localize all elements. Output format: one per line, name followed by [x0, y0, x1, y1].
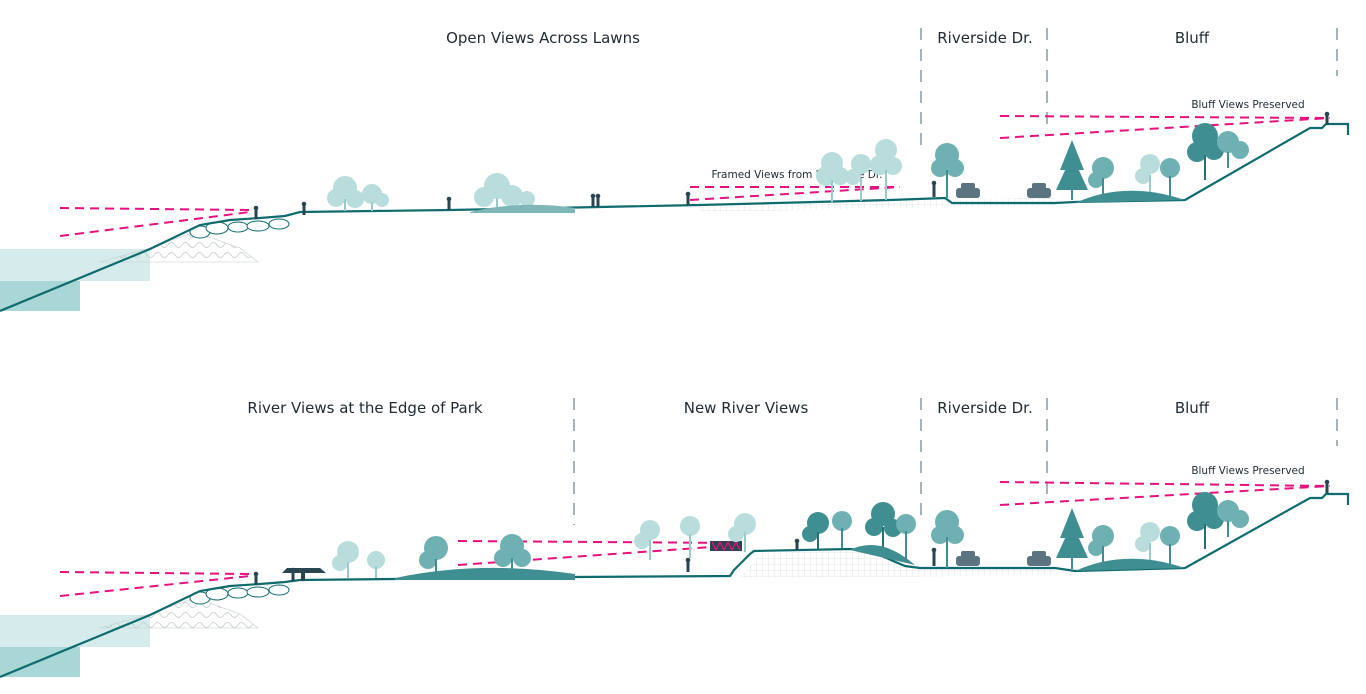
deciduous-tree-icon: [1217, 131, 1249, 168]
ground-line: [0, 122, 1350, 313]
person-silhouette-icon: [253, 571, 259, 585]
deciduous-tree-icon: [1135, 154, 1160, 197]
river-water: [0, 249, 150, 311]
deciduous-tree-icon: [367, 551, 385, 578]
shrub-bed: [470, 204, 575, 213]
conifer-tree-icon: [1056, 140, 1088, 200]
car-icon: [1027, 551, 1051, 566]
section-proposed: River Views at the Edge of Park New Rive…: [0, 398, 1350, 679]
zone-label-new-river-views: New River Views: [684, 399, 809, 417]
deciduous-tree-icon: [494, 534, 531, 577]
person-silhouette-icon: [685, 557, 691, 572]
deciduous-tree-icon: [1160, 526, 1180, 567]
deciduous-tree-icon: [896, 514, 916, 561]
deciduous-tree-icon: [1088, 525, 1114, 567]
shrub-bed: [850, 545, 915, 565]
edge-boulders: [189, 218, 290, 239]
riprap-revetment: [99, 231, 259, 263]
deciduous-tree-icon: [680, 516, 700, 558]
car-icon: [956, 183, 980, 198]
fill-hatch: [700, 197, 1055, 212]
deciduous-tree-icon: [931, 143, 964, 198]
deciduous-tree-icon: [832, 511, 852, 548]
deciduous-tree-icon: [1217, 500, 1249, 537]
deciduous-tree-icon: [1135, 522, 1160, 566]
park-vegetation: [332, 502, 916, 580]
deciduous-tree-icon: [931, 510, 964, 568]
zone-label-bluff: Bluff: [1175, 399, 1210, 417]
deciduous-tree-icon: [1187, 123, 1224, 180]
person-silhouette-icon: [446, 196, 452, 210]
sightlines: [59, 115, 1331, 237]
annotation-bluff-views: Bluff Views Preserved: [1191, 465, 1304, 477]
deciduous-tree-icon: [419, 536, 448, 578]
zone-label-riverside-dr: Riverside Dr.: [937, 399, 1032, 417]
annotation-bluff-views: Bluff Views Preserved: [1191, 99, 1304, 111]
zone-label-bluff: Bluff: [1175, 29, 1210, 47]
person-silhouette-icon: [290, 567, 296, 581]
deciduous-tree-icon: [1160, 158, 1180, 198]
person-silhouette-icon: [590, 193, 596, 207]
deciduous-tree-icon: [1187, 492, 1224, 549]
deciduous-tree-icon: [1088, 157, 1114, 198]
deciduous-tree-icon: [327, 176, 364, 211]
person-silhouette-icon: [931, 547, 937, 566]
section-existing: Open Views Across Lawns Riverside Dr. Bl…: [0, 28, 1350, 313]
person-silhouette-icon: [931, 180, 937, 197]
deciduous-tree-icon: [728, 513, 756, 552]
zone-label-open-views: Open Views Across Lawns: [446, 29, 640, 47]
bluff-vegetation: [1056, 492, 1249, 571]
ground-line: [0, 492, 1350, 679]
person-silhouette-icon: [1324, 111, 1330, 125]
deciduous-tree-icon: [865, 502, 902, 555]
person-silhouette-icon: [301, 201, 307, 215]
person-silhouette-icon: [595, 193, 601, 207]
deciduous-tree-icon: [816, 152, 849, 202]
people: [253, 479, 1330, 585]
deciduous-tree-icon: [634, 520, 660, 560]
shrub-bed: [395, 567, 575, 580]
deciduous-tree-icon: [332, 541, 359, 578]
bluff-vegetation: [1056, 123, 1249, 203]
car-icon: [1027, 183, 1051, 198]
shrub-bed: [1075, 190, 1185, 203]
deciduous-tree-icon: [845, 154, 871, 201]
deciduous-tree-icon: [362, 184, 389, 211]
person-silhouette-icon: [794, 538, 800, 550]
deck-railing: [711, 540, 741, 552]
fill-hatch: [740, 550, 1055, 578]
conifer-tree-icon: [1056, 508, 1088, 569]
zone-label-river-views-edge: River Views at the Edge of Park: [247, 399, 483, 417]
deciduous-tree-icon: [474, 173, 535, 210]
deciduous-tree-icon: [870, 139, 902, 200]
person-silhouette-icon: [253, 205, 259, 219]
zone-label-riverside-dr: Riverside Dr.: [937, 29, 1032, 47]
people: [253, 111, 1330, 219]
shrub-bed: [1075, 558, 1185, 571]
person-silhouette-icon: [685, 191, 691, 205]
lawn-trees: [327, 139, 902, 211]
deciduous-tree-icon: [802, 512, 829, 549]
riprap-revetment: [99, 597, 259, 629]
person-silhouette-icon: [1324, 479, 1330, 493]
car-icon: [956, 551, 980, 566]
edge-boulders: [189, 584, 290, 605]
